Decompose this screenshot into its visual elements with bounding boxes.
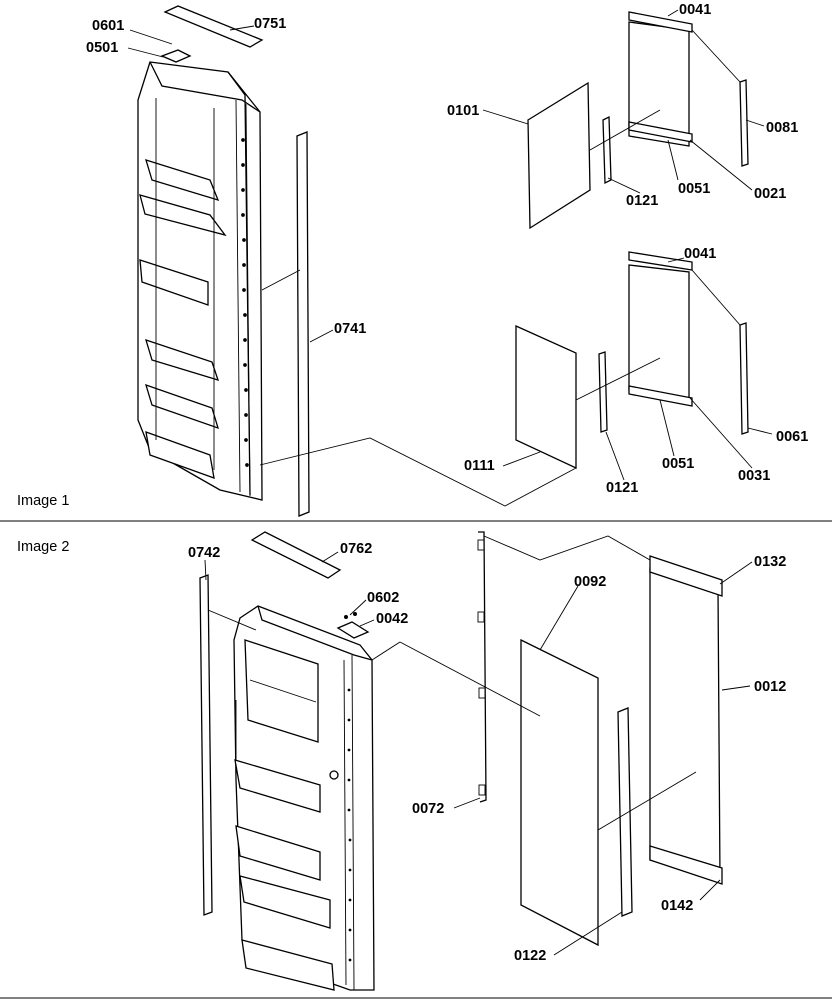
label-0072: 0072 bbox=[412, 801, 444, 817]
leaders-image2 bbox=[204, 551, 753, 956]
part-0121a-shape bbox=[602, 115, 612, 185]
part-0142-shape bbox=[649, 845, 723, 885]
panel1-caption: Image 1 bbox=[17, 493, 69, 509]
part-0081-shape bbox=[739, 79, 749, 167]
part-0061-shape bbox=[739, 322, 749, 435]
label-0501: 0501 bbox=[86, 40, 118, 56]
part-0122-shape bbox=[617, 707, 633, 917]
label-0111: 0111 bbox=[464, 458, 495, 474]
assembly-connector-line bbox=[259, 437, 577, 507]
screw-0602-icon bbox=[344, 615, 348, 619]
panel2-caption: Image 2 bbox=[17, 539, 69, 555]
part-0092-shape bbox=[520, 638, 599, 947]
label-0042: 0042 bbox=[376, 611, 408, 627]
part-0762-shape bbox=[250, 531, 342, 579]
label-0021: 0021 bbox=[754, 186, 786, 202]
part-0121b-shape bbox=[598, 351, 608, 433]
part-0042-shape bbox=[336, 621, 370, 639]
part-0031-shape bbox=[628, 264, 690, 399]
label-0051-bottom: 0051 bbox=[662, 456, 694, 472]
label-0061: 0061 bbox=[776, 429, 808, 445]
part-0751-shape bbox=[163, 5, 264, 48]
label-0601: 0601 bbox=[92, 18, 124, 34]
label-0051-top: 0051 bbox=[678, 181, 710, 197]
label-0081: 0081 bbox=[766, 120, 798, 136]
part-0742-shape bbox=[199, 574, 213, 916]
assembly-connector-line-2 bbox=[483, 535, 651, 561]
label-0602: 0602 bbox=[367, 590, 399, 606]
label-0751: 0751 bbox=[254, 16, 286, 32]
label-0132: 0132 bbox=[754, 554, 786, 570]
label-0101: 0101 bbox=[447, 103, 479, 119]
freezer-door-image1 bbox=[137, 61, 263, 501]
label-0092: 0092 bbox=[574, 574, 606, 590]
leaders-image1 bbox=[127, 9, 773, 481]
label-0741: 0741 bbox=[334, 321, 366, 337]
label-0012: 0012 bbox=[754, 679, 786, 695]
image1-group: 0601 0501 0751 0741 0041 0101 0081 0121 … bbox=[86, 2, 808, 517]
label-0041-top: 0041 bbox=[679, 2, 711, 18]
label-0041-mid: 0041 bbox=[684, 246, 716, 262]
label-0762: 0762 bbox=[340, 541, 372, 557]
part-0051b-shape bbox=[628, 385, 693, 407]
image2-group: 0742 0762 0602 0042 0092 0132 0012 0072 … bbox=[188, 531, 786, 991]
label-0121-bottom: 0121 bbox=[606, 480, 638, 496]
part-0501-shape bbox=[160, 49, 192, 63]
label-0121-top: 0121 bbox=[626, 193, 658, 209]
part-0111-shape bbox=[515, 324, 577, 470]
part-0741-shape bbox=[296, 131, 310, 517]
label-0031: 0031 bbox=[738, 468, 770, 484]
label-0142: 0142 bbox=[661, 898, 693, 914]
fresh-food-door-image2 bbox=[233, 605, 375, 991]
part-0072-shape bbox=[478, 531, 487, 803]
part-0101-shape bbox=[527, 81, 591, 230]
part-0041a-shape bbox=[628, 11, 693, 33]
part-0132-shape bbox=[649, 555, 723, 597]
label-0742: 0742 bbox=[188, 545, 220, 561]
part-0012-shape bbox=[649, 567, 721, 881]
label-0122: 0122 bbox=[514, 948, 546, 964]
screw-0602b-icon bbox=[353, 612, 357, 616]
